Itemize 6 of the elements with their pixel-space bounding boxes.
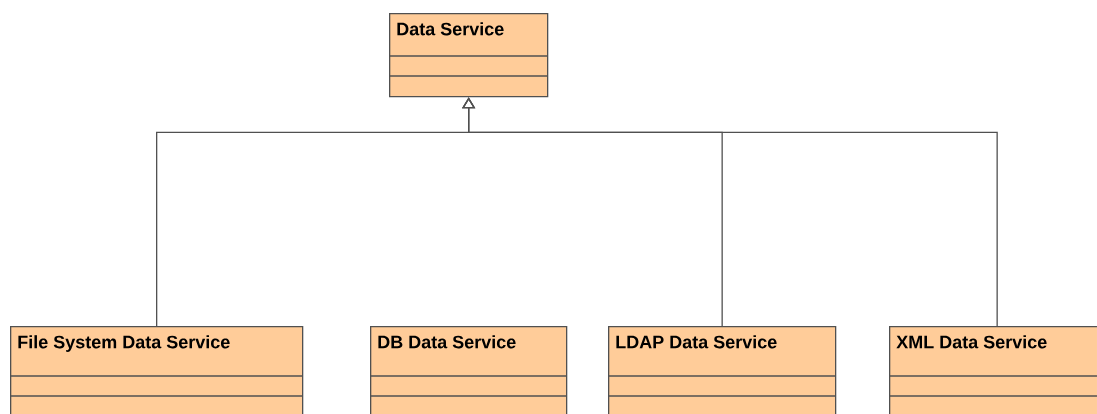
class-box: LDAP Data Service [607, 326, 837, 414]
inheritance-arrow [462, 97, 998, 327]
class-box: DB Data Service [369, 326, 568, 414]
class-box: Data Service [388, 13, 549, 98]
class-box: XML Data Service [888, 326, 1097, 414]
class-box: File System Data Service [9, 326, 304, 414]
